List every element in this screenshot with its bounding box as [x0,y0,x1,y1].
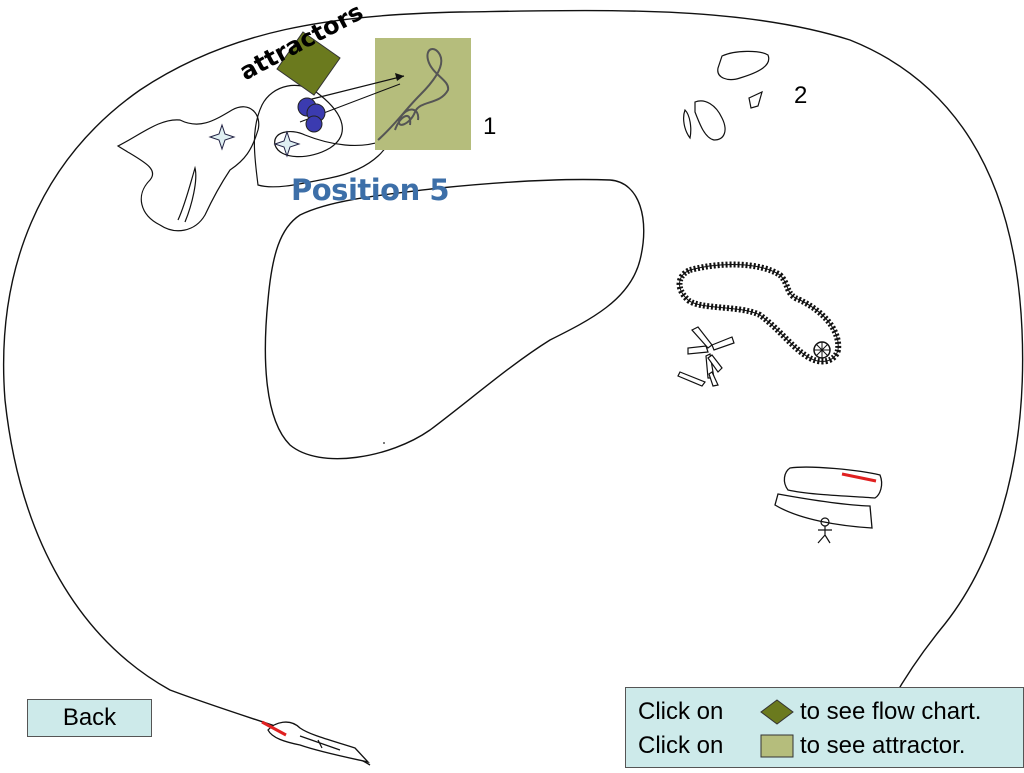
flow-loop [253,84,407,188]
star-icon [208,123,236,151]
flow-chart-diamond-icon [276,31,341,96]
barrel-figure-icon [774,466,883,544]
star-icon [273,130,301,158]
rock-shape [694,100,726,141]
legend-row-suffix: to see attractor. [800,732,966,759]
position-title: Position 5 [291,173,450,207]
propeller-figure-icon [677,326,735,387]
attractor-square [375,38,471,150]
region-label-1: 1 [483,113,497,140]
legend-row-prefix: Click on [638,732,724,759]
olive-diamond-icon[interactable] [760,699,794,725]
outer-boundary [2,9,1024,769]
legend-row-prefix: Click on [638,698,724,725]
pencil-figure-icon [261,720,370,764]
position-marker [305,115,323,133]
back-button[interactable]: Back [27,699,152,737]
rock-shape [748,90,763,109]
attractor-squiggle [377,48,450,141]
legend-box: Click on to see flow chart. Click on to … [625,687,1024,768]
region-label-2: 2 [794,82,808,109]
left-blob [116,106,260,232]
olive-square-icon[interactable] [760,733,794,759]
rock-shape [717,50,770,81]
rock-shape [683,108,692,140]
legend-row-suffix: to see flow chart. [800,698,982,725]
central-island [264,178,645,460]
